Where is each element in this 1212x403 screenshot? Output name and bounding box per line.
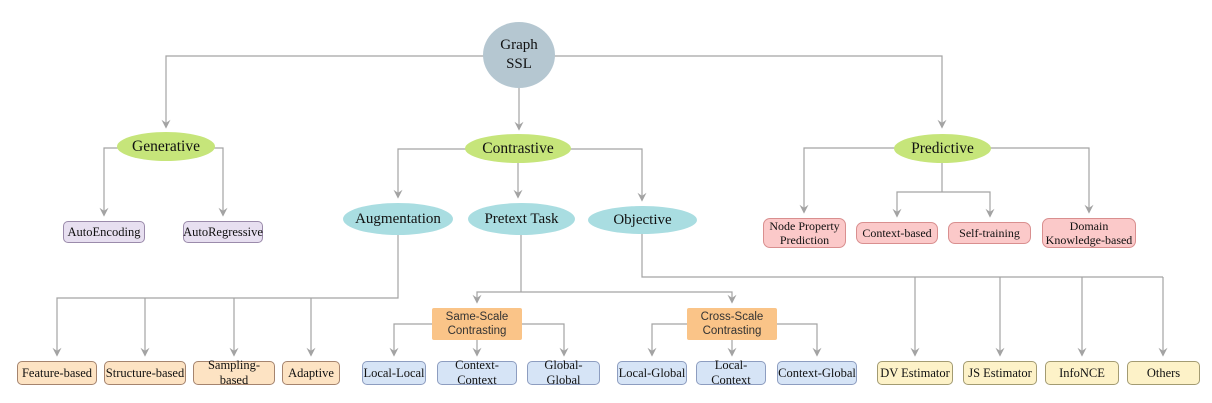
node-adaptive: Adaptive (282, 361, 340, 385)
node-autoencoding: AutoEncoding (63, 221, 145, 243)
node-predictive: Predictive (894, 134, 991, 163)
node-augmentation: Augmentation (343, 203, 453, 235)
node-same-scale-contrasting: Same-Scale Contrasting (432, 308, 522, 340)
node-objective: Objective (588, 206, 697, 234)
node-local-context: Local-Context (696, 358, 766, 387)
node-others: Others (1127, 361, 1200, 385)
node-generative: Generative (117, 132, 215, 161)
node-pretext-task: Pretext Task (468, 203, 575, 235)
node-node-property-prediction: Node Property Prediction (763, 218, 846, 248)
node-local-local: Local-Local (362, 361, 426, 385)
node-context-global: Context-Global (777, 361, 857, 385)
node-js-estimator: JS Estimator (963, 361, 1037, 385)
node-cross-scale-contrasting: Cross-Scale Contrasting (687, 308, 777, 340)
node-infonce: InfoNCE (1045, 361, 1119, 385)
node-self-training: Self-training (948, 222, 1031, 244)
node-global-global: Global-Global (527, 358, 600, 387)
node-sampling-based: Sampling-based (193, 358, 275, 387)
node-context-context: Context-Context (437, 358, 517, 387)
node-autoregressive: AutoRegressive (183, 221, 263, 243)
node-feature-based: Feature-based (17, 361, 97, 385)
node-dv-estimator: DV Estimator (877, 361, 953, 385)
node-domain-knowledge-based: Domain Knowledge-based (1042, 218, 1136, 248)
node-context-based: Context-based (856, 222, 938, 244)
node-graph-ssl: Graph SSL (483, 22, 555, 88)
node-structure-based: Structure-based (104, 361, 186, 385)
node-contrastive: Contrastive (465, 134, 571, 163)
node-local-global: Local-Global (617, 361, 687, 385)
